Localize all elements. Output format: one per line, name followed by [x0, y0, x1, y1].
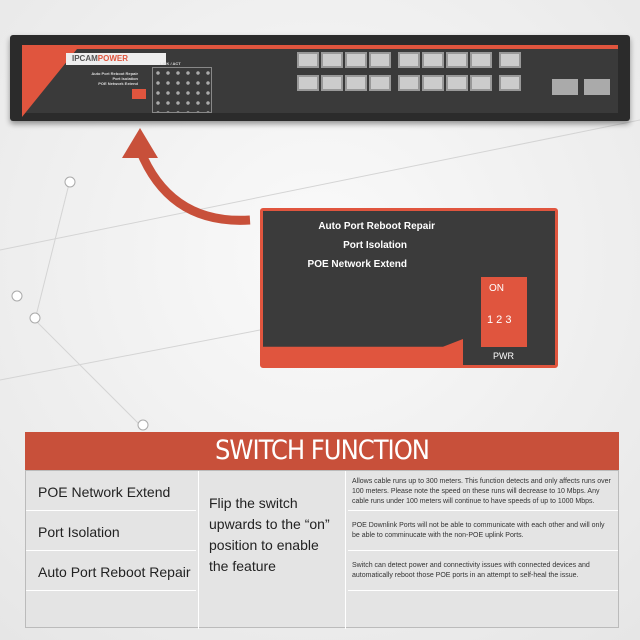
dip-switch-closeup: Auto Port Reboot Repair Port Isolation P… [260, 208, 558, 368]
row-description: POE Downlink Ports will not be able to c… [348, 511, 618, 551]
sfp-ports [552, 79, 612, 95]
instruction-text: Flip the switch upwards to the “on” posi… [198, 471, 346, 629]
led-header: LINK / ACT [160, 61, 181, 66]
dip-numbers: 1 2 3 [487, 314, 512, 326]
arrow-icon [135, 148, 251, 225]
pwr-label: PWR [493, 351, 514, 361]
dip-switch[interactable] [132, 89, 146, 99]
dip-switch-large[interactable]: ON 1 2 3 [481, 277, 527, 347]
table-title: SWITCH FUNCTION [25, 432, 619, 470]
dip-on-label: ON [489, 283, 504, 294]
led-panel [152, 67, 212, 113]
row-name: POE Network Extend [26, 471, 196, 511]
row-name: Port Isolation [26, 511, 196, 551]
switch-function-table: SWITCH FUNCTION POE Network Extend Port … [25, 432, 619, 629]
row-description: Switch can detect power and connectivity… [348, 551, 618, 591]
row-name: Auto Port Reboot Repair [26, 551, 196, 591]
label-port-isolation: Port Isolation [343, 240, 407, 251]
brand-logo: IPCAMPOWER [66, 53, 166, 65]
label-auto-port-reboot: Auto Port Reboot Repair [318, 221, 435, 232]
ethernet-ports [296, 51, 546, 97]
row-description: Allows cable runs up to 300 meters. This… [348, 471, 618, 511]
label-poe-extend: POE Network Extend [307, 259, 407, 270]
